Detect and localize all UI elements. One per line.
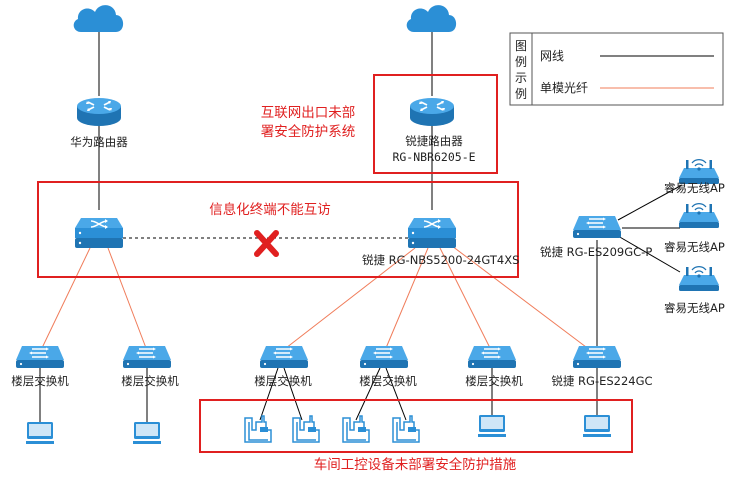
link-fs3-dev1 [259,367,279,421]
floor-switch-label: 楼层交换机 [465,374,523,388]
router-icon [409,97,455,127]
ruijie-router-model: RG-NBR6205-E [392,150,475,164]
link-fs3-dev2 [283,367,303,421]
legend-fiber-label: 单模光纤 [540,81,588,95]
access-switch-icon [467,345,517,369]
ap3-label: 睿易无线AP [664,301,725,315]
legend-title-char: 图 [515,39,527,53]
pc-icon [133,422,161,444]
ruijie-router-label: 锐捷路由器 [405,134,463,148]
link-fs4-dev3 [355,367,381,421]
legend: 图 例 示 例 网线 单模光纤 [509,32,724,106]
floor-switch-label: 楼层交换机 [121,374,179,388]
es224-label: 锐捷 RG-ES224GC [551,374,652,388]
core-switch-icon [407,217,457,249]
wireless-ap-icon [678,266,720,292]
huawei-router-label: 华为路由器 [70,135,128,149]
fiber-coreleft-fs1 [41,247,91,349]
industrial-device-icon [292,415,320,443]
legend-title-char: 示 [515,71,527,85]
floor-switch-label: 楼层交换机 [11,374,69,388]
workshop-devices-highlight [199,399,633,453]
access-switch-icon [259,345,309,369]
access-switch-icon [359,345,409,369]
fiber-core-fs3 [285,247,416,349]
ruijie-core-switch-label: 锐捷 RG-NBS5200-24GT4XS [362,253,519,267]
router-icon [76,97,122,127]
industrial-device-icon [244,415,272,443]
no-mutual-access-note: 信息化终端不能互访 [209,201,331,218]
pc-icon [478,415,506,437]
cloud-icon [73,5,124,32]
core-switch-icon [74,217,124,249]
fiber-core-es224 [451,245,591,351]
access-switch-icon [122,345,172,369]
floor-switch-label: 楼层交换机 [359,374,417,388]
pc-icon [26,422,54,444]
internet-exit-highlight [373,74,498,174]
blocked-x-icon [254,230,279,257]
cloud-icon [406,5,457,32]
floor-switch-label: 楼层交换机 [254,374,312,388]
internet-security-note-line2: 署安全防护系统 [261,123,356,140]
access-switch-icon [572,345,622,369]
ap2-label: 睿易无线AP [664,240,725,254]
core-layer-highlight [37,181,519,278]
fiber-coreleft-fs2 [107,247,147,349]
ap1-label: 睿易无线AP [664,181,725,195]
legend-title-char: 例 [515,55,527,69]
pc-icon [583,415,611,437]
workshop-security-note: 车间工控设备未部署安全防护措施 [314,456,517,473]
network-links [39,32,683,422]
link-poe-ap1 [617,184,683,221]
fiber-core-fs5 [439,247,491,349]
link-fs4-dev4 [385,367,407,421]
link-poe-ap3 [617,235,681,273]
internet-security-note: 互联网出口未部 [261,105,356,121]
fiber-core-fs4 [385,247,429,349]
wireless-ap-icon [678,203,720,229]
access-switch-icon [15,345,65,369]
legend-title-char: 例 [515,87,527,101]
poe-switch-label: 锐捷 RG-ES209GC-P [540,245,652,259]
access-switch-icon [572,215,622,239]
legend-cable-label: 网线 [540,49,564,63]
